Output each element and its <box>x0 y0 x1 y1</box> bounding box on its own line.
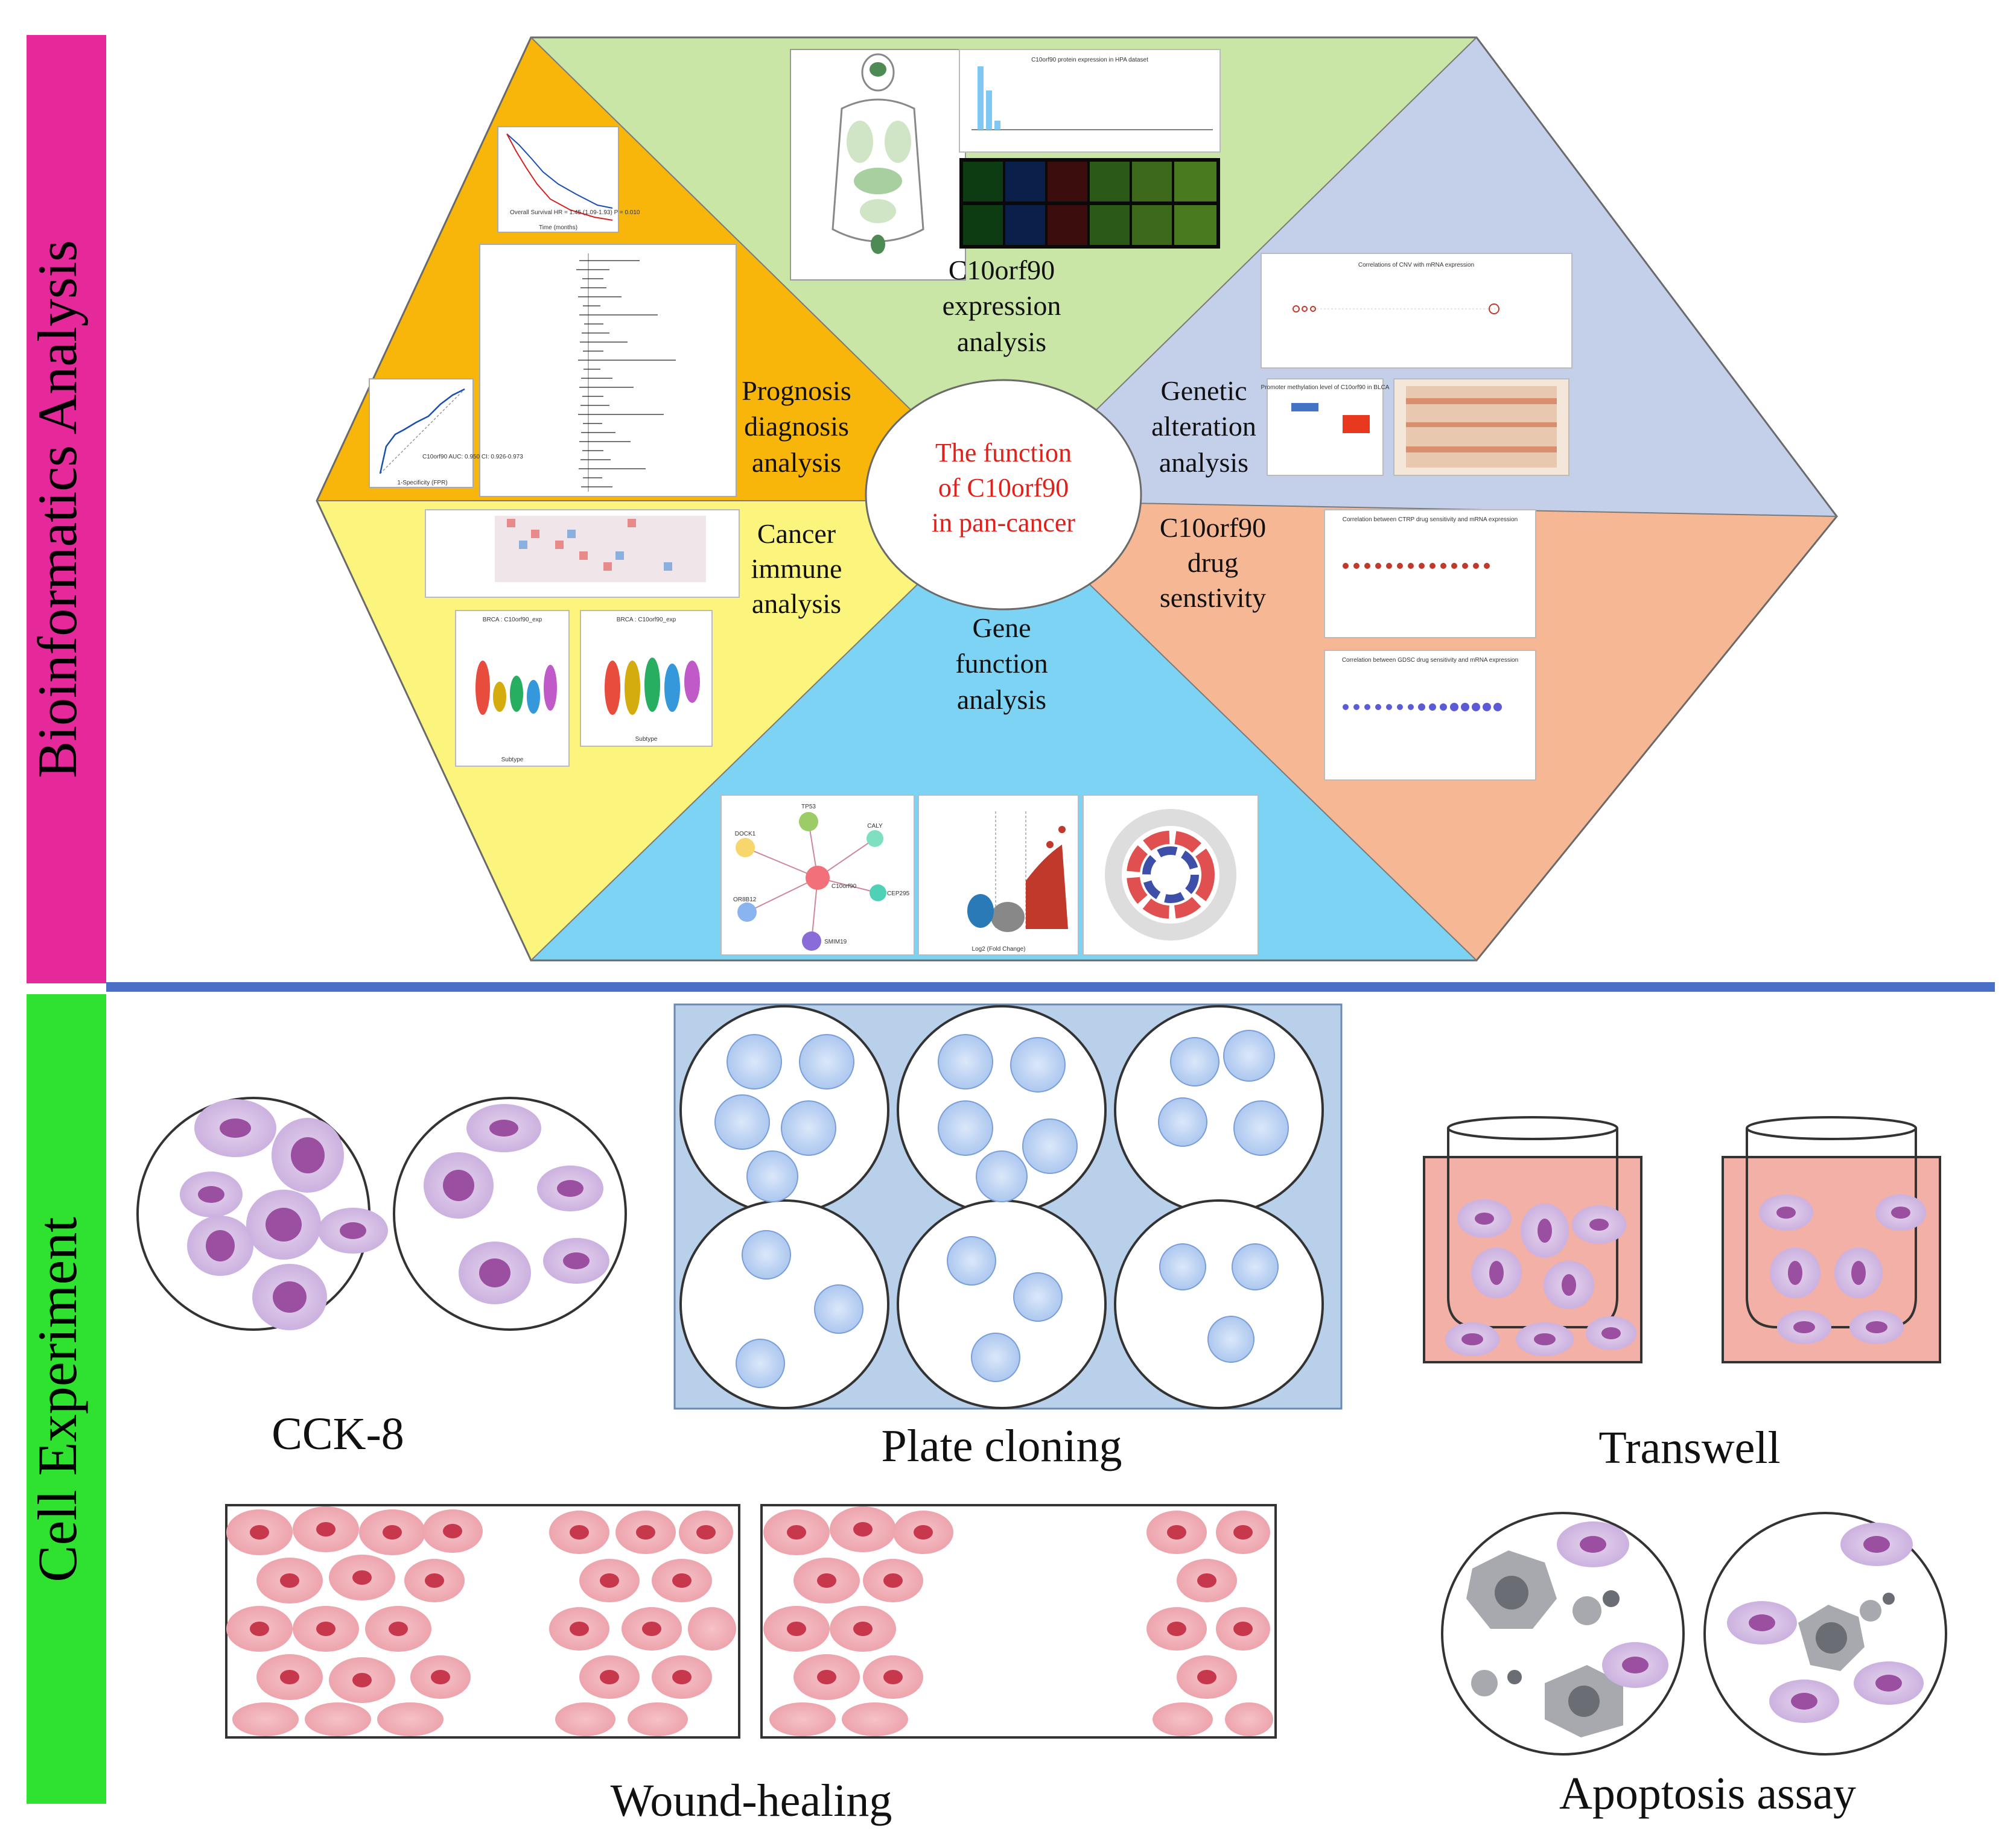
roc-curve-thumbnail: C10orf90 AUC: 0.950 CI: 0.926-0.973 1-Sp… <box>369 378 523 488</box>
svg-text:drug: drug <box>1188 547 1238 578</box>
volcano-plot-thumbnail: Log2 (Fold Change) <box>918 795 1079 956</box>
center-circle: The function of C10orf90 in pan-cancer <box>865 379 1142 611</box>
svg-text:OR8B12: OR8B12 <box>733 896 757 903</box>
wound-healing-panel-2 <box>760 1504 1277 1739</box>
sidebar-cell-experiment-label: Cell Experiment <box>27 1217 88 1582</box>
ihc-image-grid-thumbnail <box>959 158 1220 249</box>
ppi-network-thumbnail: TP53 CALY DOCK1 C10orf90 CEP295 OR8B12 S… <box>720 795 915 956</box>
methylation-boxplot-thumbnail: Promoter methylation level of C10orf90 i… <box>1261 378 1390 476</box>
sidebar-bioinformatics-label: Bioinformatics Analysis <box>27 240 88 778</box>
svg-text:analysis: analysis <box>752 588 841 619</box>
svg-text:C10orf90 protein expression in: C10orf90 protein expression in HPA datas… <box>1031 57 1148 63</box>
forest-plot-thumbnail <box>479 244 737 497</box>
svg-text:in pan-cancer: in pan-cancer <box>932 508 1076 538</box>
svg-text:Correlations of CNV with mRNA: Correlations of CNV with mRNA expression <box>1358 262 1474 268</box>
svg-text:Log2 (Fold Change): Log2 (Fold Change) <box>972 946 1026 953</box>
body-diagram-thumbnail <box>790 49 966 281</box>
svg-text:expression: expression <box>943 290 1061 321</box>
sidebar-bioinformatics: Bioinformatics Analysis <box>27 35 106 983</box>
ctrp-dotplot-thumbnail: Correlation between CTRP drug sensitivit… <box>1324 509 1536 638</box>
svg-text:TP53: TP53 <box>801 804 816 810</box>
svg-text:BRCA : C10orf90_exp: BRCA : C10orf90_exp <box>483 617 542 623</box>
plate-cloning-label: Plate cloning <box>882 1421 1122 1471</box>
svg-text:DOCK1: DOCK1 <box>735 831 756 837</box>
svg-text:analysis: analysis <box>957 684 1046 715</box>
cck8-dish-2 <box>393 1097 627 1331</box>
svg-text:Prognosis: Prognosis <box>742 375 851 406</box>
svg-text:The function: The function <box>935 438 1072 468</box>
svg-text:BRCA : C10orf90_exp: BRCA : C10orf90_exp <box>617 617 676 623</box>
svg-text:senstivity: senstivity <box>1160 582 1266 613</box>
transwell-chamber-2 <box>1722 1116 1941 1363</box>
svg-text:CALY: CALY <box>867 823 883 830</box>
svg-text:of C10orf90: of C10orf90 <box>938 473 1069 503</box>
svg-text:diagnosis: diagnosis <box>744 411 849 442</box>
label-genetic: Genetic alteration analysis <box>1151 375 1256 478</box>
label-expression: C10orf90 expression analysis <box>943 255 1061 357</box>
transwell-chamber-1 <box>1423 1116 1642 1363</box>
violin-immune-subtype-thumbnail: BRCA : C10orf90_exp Subtype <box>580 610 713 747</box>
svg-text:Promoter methylation level of: Promoter methylation level of C10orf90 i… <box>1261 384 1390 391</box>
immune-heatmap-thumbnail <box>425 509 740 598</box>
plate-cloning-panel <box>673 1003 1343 1410</box>
svg-text:Overall Survival HR = 1.45 (1.: Overall Survival HR = 1.45 (1.09-1.93) P… <box>510 209 640 216</box>
violin-subtype-thumbnail: BRCA : C10orf90_exp Subtype <box>455 610 570 767</box>
km-survival-thumbnail: Overall Survival HR = 1.45 (1.09-1.93) P… <box>497 126 640 233</box>
cck8-dish-1 <box>136 1097 388 1331</box>
svg-text:immune: immune <box>751 553 842 584</box>
svg-text:function: function <box>955 648 1048 679</box>
apoptosis-dish-1 <box>1441 1512 1685 1756</box>
go-circle-plot-thumbnail <box>1083 795 1259 956</box>
cck8-label: CCK-8 <box>272 1409 404 1459</box>
cnv-dotplot-thumbnail: Correlations of CNV with mRNA expression <box>1261 253 1572 369</box>
svg-text:Gene: Gene <box>972 612 1031 643</box>
sidebar-cell-experiment: Cell Experiment <box>27 994 106 1804</box>
svg-text:analysis: analysis <box>957 326 1046 357</box>
hpa-bar-chart-thumbnail: C10orf90 protein expression in HPA datas… <box>959 49 1221 153</box>
apoptosis-dish-2 <box>1703 1512 1947 1756</box>
svg-text:C10orf90: C10orf90 <box>949 255 1055 285</box>
label-immune: Cancer immune analysis <box>751 518 842 619</box>
svg-text:C10orf90: C10orf90 <box>832 883 857 890</box>
svg-text:analysis: analysis <box>1159 447 1248 478</box>
gdsc-dotplot-thumbnail: Correlation between GDSC drug sensitivit… <box>1324 650 1536 781</box>
svg-text:Subtype: Subtype <box>501 757 524 763</box>
section-divider <box>106 982 1995 992</box>
svg-text:analysis: analysis <box>752 447 841 478</box>
label-gene-function: Gene function analysis <box>955 612 1048 715</box>
apoptosis-label: Apoptosis assay <box>1559 1768 1856 1819</box>
svg-text:C10orf90 AUC: 0.950 CI: 0.926-: C10orf90 AUC: 0.950 CI: 0.926-0.973 <box>422 454 523 460</box>
svg-text:CEP295: CEP295 <box>887 890 910 897</box>
svg-text:Correlation between GDSC drug: Correlation between GDSC drug sensitivit… <box>1342 657 1518 664</box>
svg-text:Subtype: Subtype <box>635 736 658 743</box>
svg-text:SMIM19: SMIM19 <box>824 939 847 945</box>
svg-text:1-Specificity (FPR): 1-Specificity (FPR) <box>397 480 447 486</box>
transwell-label: Transwell <box>1598 1423 1780 1473</box>
wound-healing-panel-1 <box>225 1504 740 1739</box>
label-prognosis: Prognosis diagnosis analysis <box>742 375 851 478</box>
svg-text:Cancer: Cancer <box>757 518 836 549</box>
svg-text:Correlation between CTRP drug: Correlation between CTRP drug sensitivit… <box>1343 516 1518 523</box>
segment-expression <box>531 37 1477 501</box>
label-drug: C10orf90 drug senstivity <box>1160 512 1266 613</box>
heatmap-thumbnail <box>1393 378 1569 476</box>
svg-text:Genetic: Genetic <box>1160 375 1247 406</box>
wound-healing-label: Wound-healing <box>611 1775 892 1826</box>
svg-text:C10orf90: C10orf90 <box>1160 512 1266 543</box>
svg-text:alteration: alteration <box>1151 411 1256 442</box>
svg-text:Time (months): Time (months) <box>539 224 577 231</box>
